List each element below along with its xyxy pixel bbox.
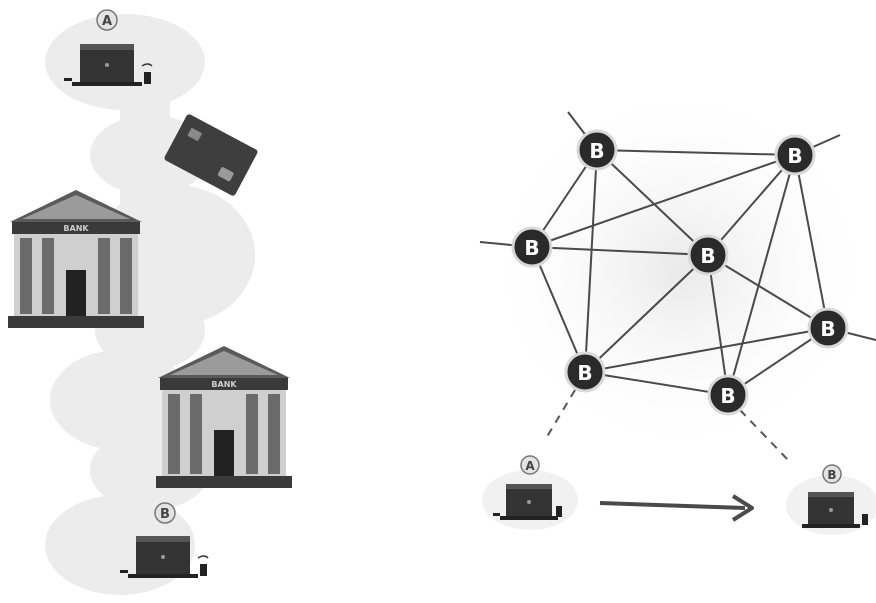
sender-badge-label: A bbox=[102, 14, 112, 29]
receiver-badge bbox=[154, 502, 176, 524]
network-sender-laptop-a: A bbox=[482, 455, 578, 530]
network-node: B bbox=[774, 134, 816, 176]
bank-2-door bbox=[214, 430, 234, 476]
receiver-badge bbox=[822, 464, 842, 484]
receiver-badge-label: B bbox=[160, 507, 170, 522]
p2p-network-panel: B B B B B B B bbox=[479, 80, 876, 535]
node-b-symbol: B bbox=[820, 317, 835, 341]
node-b-symbol: B bbox=[700, 244, 715, 268]
network-receiver-label: B bbox=[827, 468, 836, 482]
sender-badge bbox=[96, 9, 118, 31]
traditional-payment-panel: A BANK bbox=[8, 9, 292, 595]
bank-2-sign: BANK bbox=[211, 380, 237, 389]
network-nodes: B B B B B B B bbox=[511, 129, 849, 416]
mouse-icon bbox=[120, 570, 128, 573]
card-chip-icon bbox=[187, 128, 202, 141]
sender-badge bbox=[520, 455, 540, 475]
bank-building-2: BANK bbox=[156, 346, 292, 488]
network-node: B bbox=[807, 307, 849, 349]
bank-1-door bbox=[66, 270, 86, 316]
node-b-symbol: B bbox=[720, 384, 735, 408]
sender-laptop-a: A bbox=[64, 9, 153, 86]
node-b-symbol: B bbox=[577, 361, 592, 385]
credit-card-icon bbox=[164, 114, 258, 196]
cup-icon bbox=[556, 506, 562, 517]
network-sender-label: A bbox=[525, 459, 535, 473]
bank-building-1: BANK bbox=[8, 190, 144, 328]
network-node: B bbox=[511, 226, 553, 268]
endpoint-connections bbox=[544, 389, 791, 463]
network-node: B bbox=[687, 234, 729, 276]
network-receiver-laptop-b: B bbox=[786, 464, 876, 535]
node-b-symbol: B bbox=[524, 236, 539, 260]
cup-icon bbox=[144, 72, 151, 84]
mouse-icon bbox=[64, 78, 72, 81]
cup-icon bbox=[862, 514, 868, 525]
network-node: B bbox=[707, 374, 749, 416]
receiver-laptop-b: B bbox=[120, 502, 209, 578]
bank-1-sign: BANK bbox=[63, 224, 89, 233]
network-node: B bbox=[564, 351, 606, 393]
cup-icon bbox=[200, 564, 207, 576]
node-b-symbol: B bbox=[589, 139, 604, 163]
node-b-symbol: B bbox=[787, 144, 802, 168]
transfer-arrow bbox=[599, 494, 754, 522]
mouse-icon bbox=[493, 513, 500, 516]
network-node: B bbox=[576, 129, 618, 171]
